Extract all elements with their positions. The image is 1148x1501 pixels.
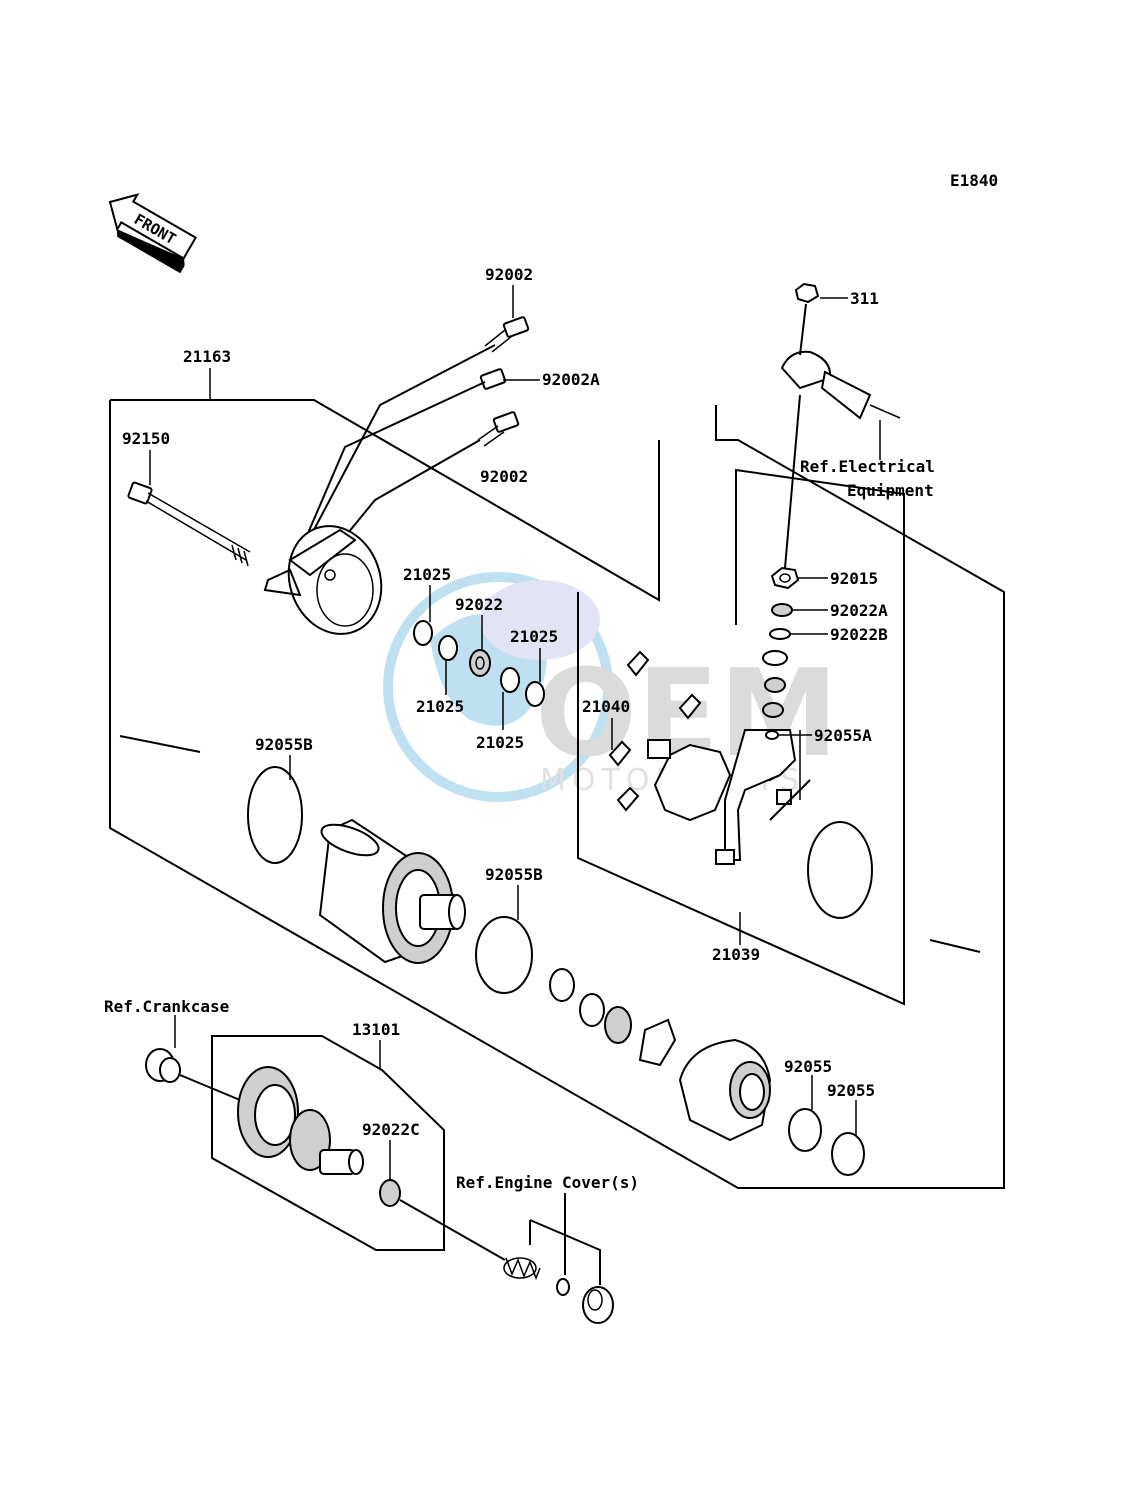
rear-cover-21163 (263, 525, 383, 635)
terminal-cap (780, 350, 901, 420)
label-92002A: 92002A (542, 370, 600, 389)
nut-92015 (770, 566, 800, 590)
label-92022A: 92022A (830, 601, 888, 620)
front-washer-1 (549, 968, 575, 1002)
label-21039: 21039 (712, 945, 760, 964)
assembly-frames (109, 399, 1005, 1251)
front-washer-2 (579, 993, 605, 1027)
label-21025-d: 21025 (476, 733, 524, 752)
o-ring-92055B-left (247, 766, 303, 864)
label-92022: 92022 (455, 595, 503, 614)
bolt-92002-top (484, 316, 530, 353)
washer-21025-c (500, 667, 520, 693)
o-ring-92055B-mid (475, 916, 533, 994)
washer-92022C (379, 1179, 401, 1207)
label-21025-c: 21025 (416, 697, 464, 716)
washer-21025-d (525, 681, 545, 707)
leader-lines (149, 285, 881, 1180)
terminal-nut-311 (794, 282, 820, 304)
small-washer (556, 1278, 570, 1296)
through-bolt-92150 (127, 481, 251, 567)
brush-holder-21039 (647, 729, 873, 919)
front-washer-3 (604, 1006, 632, 1044)
ref-electrical-line2: Equipment (847, 481, 934, 500)
bolt-92002A (479, 368, 507, 390)
washer-21025-b (438, 635, 458, 661)
washer-stack-2 (764, 677, 786, 693)
label-21163: 21163 (183, 347, 231, 366)
washer-stack-1 (762, 650, 788, 666)
starter-clutch-13101 (145, 1048, 364, 1175)
label-92055-a: 92055 (784, 1057, 832, 1076)
label-21025-a: 21025 (403, 565, 451, 584)
bushing (582, 1286, 614, 1324)
label-92015: 92015 (830, 569, 878, 588)
label-21025-b: 21025 (510, 627, 558, 646)
ref-electrical-line1: Ref.Electrical (800, 457, 935, 476)
label-21040: 21040 (582, 697, 630, 716)
label-92002-top: 92002 (485, 265, 533, 284)
ref-crankcase: Ref.Crankcase (104, 997, 229, 1016)
washer-92022 (469, 649, 491, 677)
o-ring-92055-a (788, 1108, 822, 1152)
label-92022B: 92022B (830, 625, 888, 644)
label-92002-bottom: 92002 (480, 467, 528, 486)
brush-springs-21040 (608, 650, 702, 812)
o-ring-92055A (765, 730, 779, 740)
label-92055A: 92055A (814, 726, 872, 745)
label-92055-b: 92055 (827, 1081, 875, 1100)
front-arrow-icon: FRONT (108, 193, 198, 274)
front-clip (638, 1018, 677, 1067)
o-ring-92055-b (831, 1132, 865, 1176)
diagram-code: E1840 (950, 171, 998, 190)
washer-92022A (771, 603, 793, 617)
motor-yoke (318, 818, 466, 964)
label-92055B-mid: 92055B (485, 865, 543, 884)
label-311: 311 (850, 289, 879, 308)
label-92022C: 92022C (362, 1120, 420, 1139)
washer-stack-3 (762, 702, 784, 718)
label-13101: 13101 (352, 1020, 400, 1039)
front-cover (678, 1038, 772, 1142)
ref-engine-cover: Ref.Engine Cover(s) (456, 1173, 639, 1192)
washer-21025-a (413, 620, 433, 646)
label-92150: 92150 (122, 429, 170, 448)
label-92055B-left: 92055B (255, 735, 313, 754)
bolt-92002-bottom (477, 411, 520, 447)
washer-92022B (769, 628, 791, 640)
spring (503, 1257, 541, 1281)
